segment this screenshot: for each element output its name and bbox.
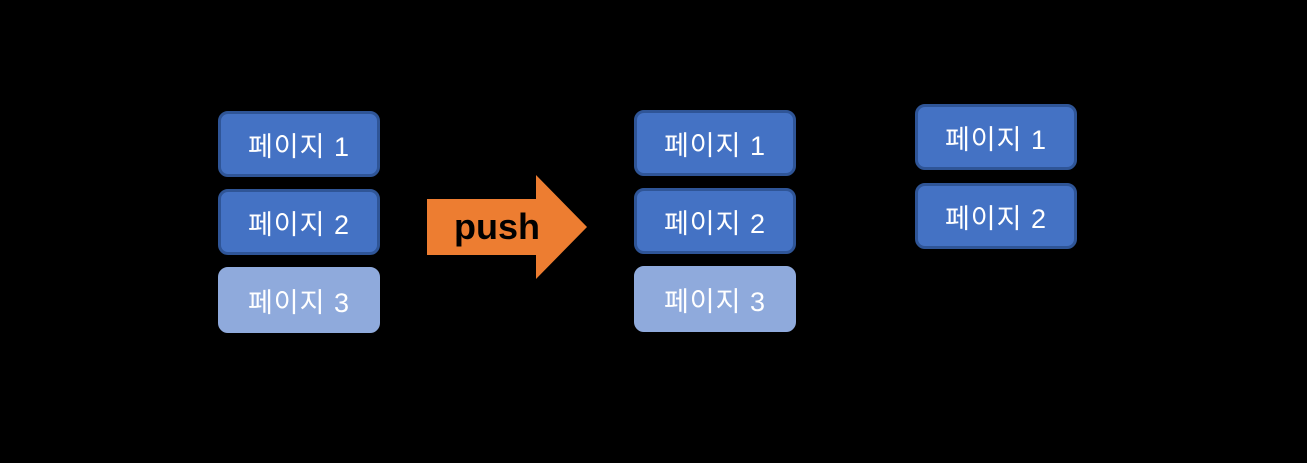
push-arrow-label: push xyxy=(454,206,540,247)
page-box: 페이지 2 xyxy=(915,183,1077,249)
page-box-label: 페이지 1 xyxy=(247,131,351,162)
page-stack-middle: 페이지 1 페이지 2 페이지 3 xyxy=(634,110,796,332)
page-box-label: 페이지 2 xyxy=(944,203,1048,234)
page-box-light: 페이지 3 xyxy=(218,267,380,333)
page-box: 페이지 1 xyxy=(634,110,796,176)
page-box-label: 페이지 3 xyxy=(247,287,351,318)
page-box-light: 페이지 3 xyxy=(634,266,796,332)
arrow-right-icon xyxy=(427,175,587,279)
page-box-label: 페이지 1 xyxy=(944,124,1048,155)
page-box-label: 페이지 2 xyxy=(663,208,767,239)
page-box-label: 페이지 2 xyxy=(247,209,351,240)
page-box: 페이지 2 xyxy=(218,189,380,255)
push-arrow: push xyxy=(427,175,587,279)
page-stack-left: 페이지 1 페이지 2 페이지 3 xyxy=(218,111,380,333)
page-box-label: 페이지 3 xyxy=(663,286,767,317)
page-box-label: 페이지 1 xyxy=(663,130,767,161)
page-box: 페이지 1 xyxy=(915,104,1077,170)
page-box: 페이지 2 xyxy=(634,188,796,254)
page-box: 페이지 1 xyxy=(218,111,380,177)
page-stack-right: 페이지 1 페이지 2 xyxy=(915,104,1077,249)
